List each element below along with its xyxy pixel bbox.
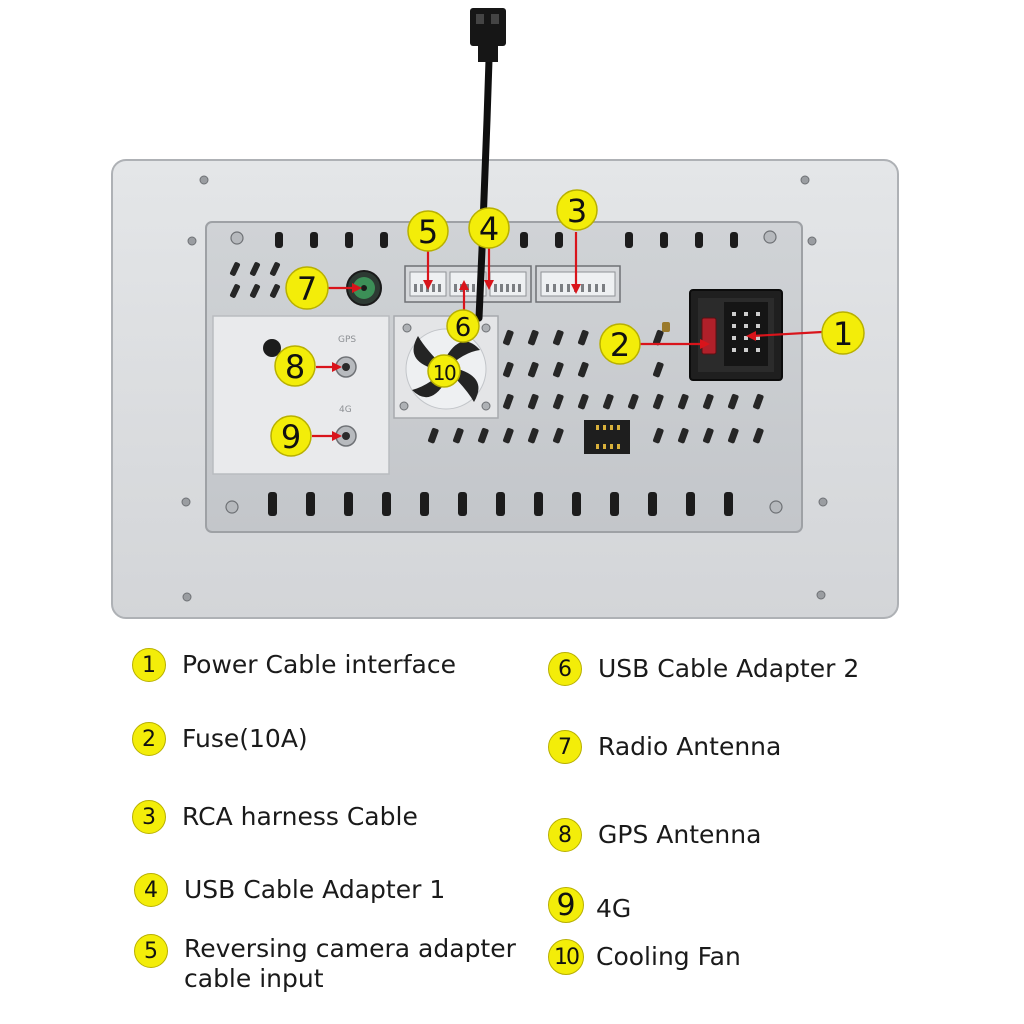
usb-cable [475, 56, 493, 322]
fuse [701, 317, 717, 355]
legend-label: 4G [596, 894, 632, 923]
svg-text:10: 10 [433, 361, 456, 385]
legend-label: RCA harness Cable [182, 802, 418, 831]
marker-3: 3 [556, 189, 598, 231]
small-component [662, 322, 670, 332]
marker-6: 6 [446, 309, 480, 343]
legend-number: 5 [134, 934, 168, 968]
legend-label: Power Cable interface [182, 650, 456, 679]
legend-label: Radio Antenna [598, 732, 782, 761]
svg-text:8: 8 [285, 348, 305, 386]
legend-item-4: 4 USB Cable Adapter 1 [134, 873, 445, 907]
marker-4: 4 [468, 207, 510, 249]
head-unit-rear-view: GPS 4G [111, 8, 899, 619]
callout-pointers [312, 232, 823, 441]
legend-number: 2 [132, 722, 166, 756]
marker-2: 2 [599, 323, 641, 365]
svg-text:9: 9 [281, 418, 301, 456]
legend-label: USB Cable Adapter 1 [184, 875, 446, 904]
legend-item-8: 8 GPS Antenna [548, 818, 761, 852]
legend-item-9: 9 4G [548, 886, 631, 924]
usb-and-camera-connectors [404, 265, 532, 303]
fan-screws [399, 323, 491, 411]
legend-label-line-2: cable input [184, 964, 324, 993]
svg-text:5: 5 [418, 213, 438, 251]
marker-5: 5 [407, 210, 449, 252]
marker-8: 8 [274, 345, 316, 387]
legend-number: 10 [548, 939, 584, 975]
svg-text:1: 1 [833, 315, 853, 353]
legend-item-1: 1 Power Cable interface [132, 648, 456, 682]
marker-1: 1 [821, 311, 865, 355]
legend-label: USB Cable Adapter 2 [598, 654, 860, 683]
legend-number: 4 [134, 873, 168, 907]
chassis-screws [225, 230, 783, 514]
rca-harness-connector [535, 265, 621, 303]
legend-item-5: 5 Reversing camera adapter cable input [134, 934, 516, 994]
plate-screws [181, 175, 828, 602]
legend-number: 6 [548, 652, 582, 686]
svg-text:3: 3 [567, 192, 587, 230]
svg-text:2: 2 [610, 326, 630, 364]
marker-10: 10 [427, 354, 461, 388]
panel-hole [263, 339, 281, 357]
legend-label: GPS Antenna [598, 820, 762, 849]
bottom-vent-slots [268, 492, 733, 516]
legend-label: Fuse(10A) [182, 724, 308, 753]
svg-text:6: 6 [455, 313, 472, 343]
legend-item-3: 3 RCA harness Cable [132, 800, 418, 834]
cable-plug [470, 8, 506, 62]
diagonal-vent-field [428, 329, 764, 444]
marker-7: 7 [285, 266, 329, 310]
legend-item-2: 2 Fuse(10A) [132, 722, 308, 756]
svg-text:4: 4 [479, 210, 499, 248]
legend-item-6: 6 USB Cable Adapter 2 [548, 652, 859, 686]
fourg-antenna-port [335, 425, 357, 447]
legend-number: 7 [548, 730, 582, 764]
marker-9: 9 [270, 415, 312, 457]
internal-module [584, 420, 630, 454]
legend-item-10: 10 Cooling Fan [548, 939, 741, 975]
legend-number: 3 [132, 800, 166, 834]
top-vent-slots [275, 232, 738, 248]
legend-label-line-1: Reversing camera adapter [184, 934, 516, 963]
legend-label: Reversing camera adapter cable input [184, 934, 516, 994]
legend-number: 9 [548, 887, 584, 923]
gps-port-label: GPS [338, 335, 356, 345]
gps-antenna-port [335, 356, 357, 378]
upper-left-vents [229, 262, 281, 298]
module-pins [596, 425, 620, 449]
legend-number: 8 [548, 818, 582, 852]
legend-label: Cooling Fan [596, 942, 741, 971]
legend-item-7: 7 Radio Antenna [548, 730, 781, 764]
legend-number: 1 [132, 648, 166, 682]
svg-text:7: 7 [297, 270, 317, 308]
fourg-port-label: 4G [339, 405, 352, 415]
radio-antenna-port [346, 270, 382, 306]
